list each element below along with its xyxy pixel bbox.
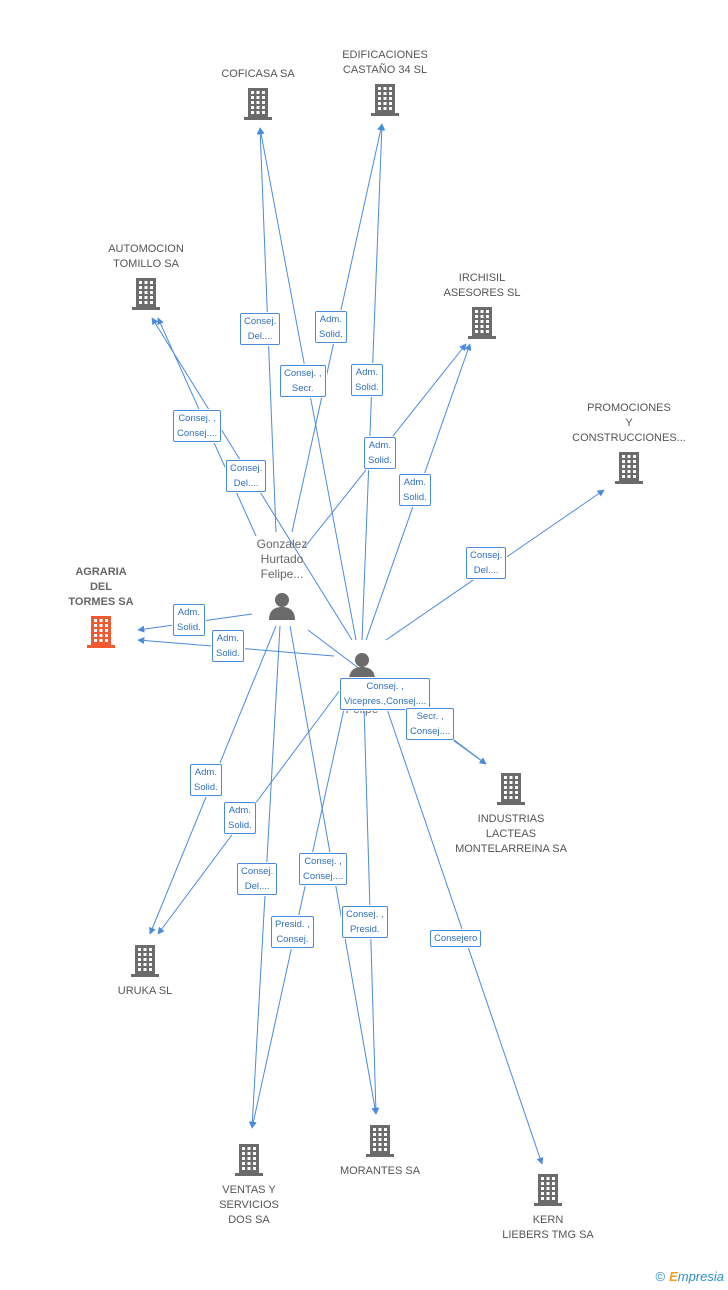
edge-label[interactable]: Consejero <box>430 930 482 947</box>
edge-label[interactable]: Adm. Solid. <box>190 764 222 796</box>
company-label-edificaciones[interactable]: EDIFICACIONES CASTAÑO 34 SL <box>342 49 428 76</box>
company-label-coficasa[interactable]: COFICASA SA <box>221 68 295 80</box>
building-icon[interactable] <box>496 772 526 806</box>
copyright-icon: © <box>655 1269 666 1284</box>
company-label-uruka[interactable]: URUKA SL <box>117 985 173 997</box>
edge-p2-ventas <box>249 699 347 1129</box>
company-label-automocion[interactable]: AUTOMOCION TOMILLO SA <box>108 243 184 270</box>
building-icon[interactable] <box>86 615 116 649</box>
edge-label[interactable]: Consej. , Vicepres.,Consej.... <box>340 678 431 710</box>
edge-label[interactable]: Consej. Del.... <box>466 547 507 579</box>
edge-label[interactable]: Secr. , Consej.... <box>406 708 455 740</box>
building-icon[interactable] <box>614 451 644 485</box>
person-icon[interactable] <box>267 591 297 621</box>
edge-label[interactable]: Adm. Solid. <box>315 311 347 343</box>
company-label-industrias[interactable]: INDUSTRIAS LACTEAS MONTELARREINA SA <box>455 813 567 855</box>
edge-label[interactable]: Adm. Solid. <box>351 364 383 396</box>
company-label-ventas[interactable]: VENTAS Y SERVICIOS DOS SA <box>219 1184 279 1226</box>
edge-label[interactable]: Adm. Solid. <box>212 630 244 662</box>
building-icon[interactable] <box>234 1143 264 1177</box>
edge-label[interactable]: Consej. , Presid. <box>342 906 388 938</box>
edge-label[interactable]: Consej. , Consej.... <box>299 853 348 885</box>
company-label-kern[interactable]: KERN LIEBERS TMG SA <box>502 1214 594 1241</box>
building-icon[interactable] <box>131 277 161 311</box>
building-icon[interactable] <box>370 83 400 117</box>
edge-label[interactable]: Adm. Solid. <box>173 604 205 636</box>
edge-label[interactable]: Consej. , Consej.... <box>173 410 222 442</box>
brand-name: mpresia <box>677 1269 724 1284</box>
edge-label[interactable]: Consej. , Secr. <box>280 365 326 397</box>
building-icon[interactable] <box>365 1124 395 1158</box>
edge-label[interactable]: Presid. , Consej. <box>271 916 314 948</box>
company-label-agraria[interactable]: AGRARIA DEL TORMES SA <box>68 566 134 608</box>
edge-label[interactable]: Adm. Solid. <box>364 437 396 469</box>
building-icon[interactable] <box>533 1173 563 1207</box>
building-icon[interactable] <box>243 87 273 121</box>
company-label-promociones[interactable]: PROMOCIONES Y CONSTRUCCIONES... <box>572 402 686 444</box>
edge-label[interactable]: Adm. Solid. <box>224 802 256 834</box>
edge-label[interactable]: Consej. Del.... <box>226 460 267 492</box>
person-icon[interactable] <box>347 651 377 681</box>
company-label-morantes[interactable]: MORANTES SA <box>339 1165 421 1177</box>
company-label-irchisil[interactable]: IRCHISIL ASESORES SL <box>443 272 521 299</box>
edge-label[interactable]: Consej. Del.... <box>240 313 281 345</box>
edge-label[interactable]: Consej. Del.... <box>237 863 278 895</box>
brand-initial: E <box>669 1269 678 1284</box>
edge-label[interactable]: Adm. Solid. <box>399 474 431 506</box>
footer-brand[interactable]: ©Empresia <box>655 1269 724 1284</box>
building-icon[interactable] <box>467 306 497 340</box>
building-icon[interactable] <box>130 944 160 978</box>
person-label-p1[interactable]: Gonzalez Hurtado Felipe... <box>256 537 308 581</box>
